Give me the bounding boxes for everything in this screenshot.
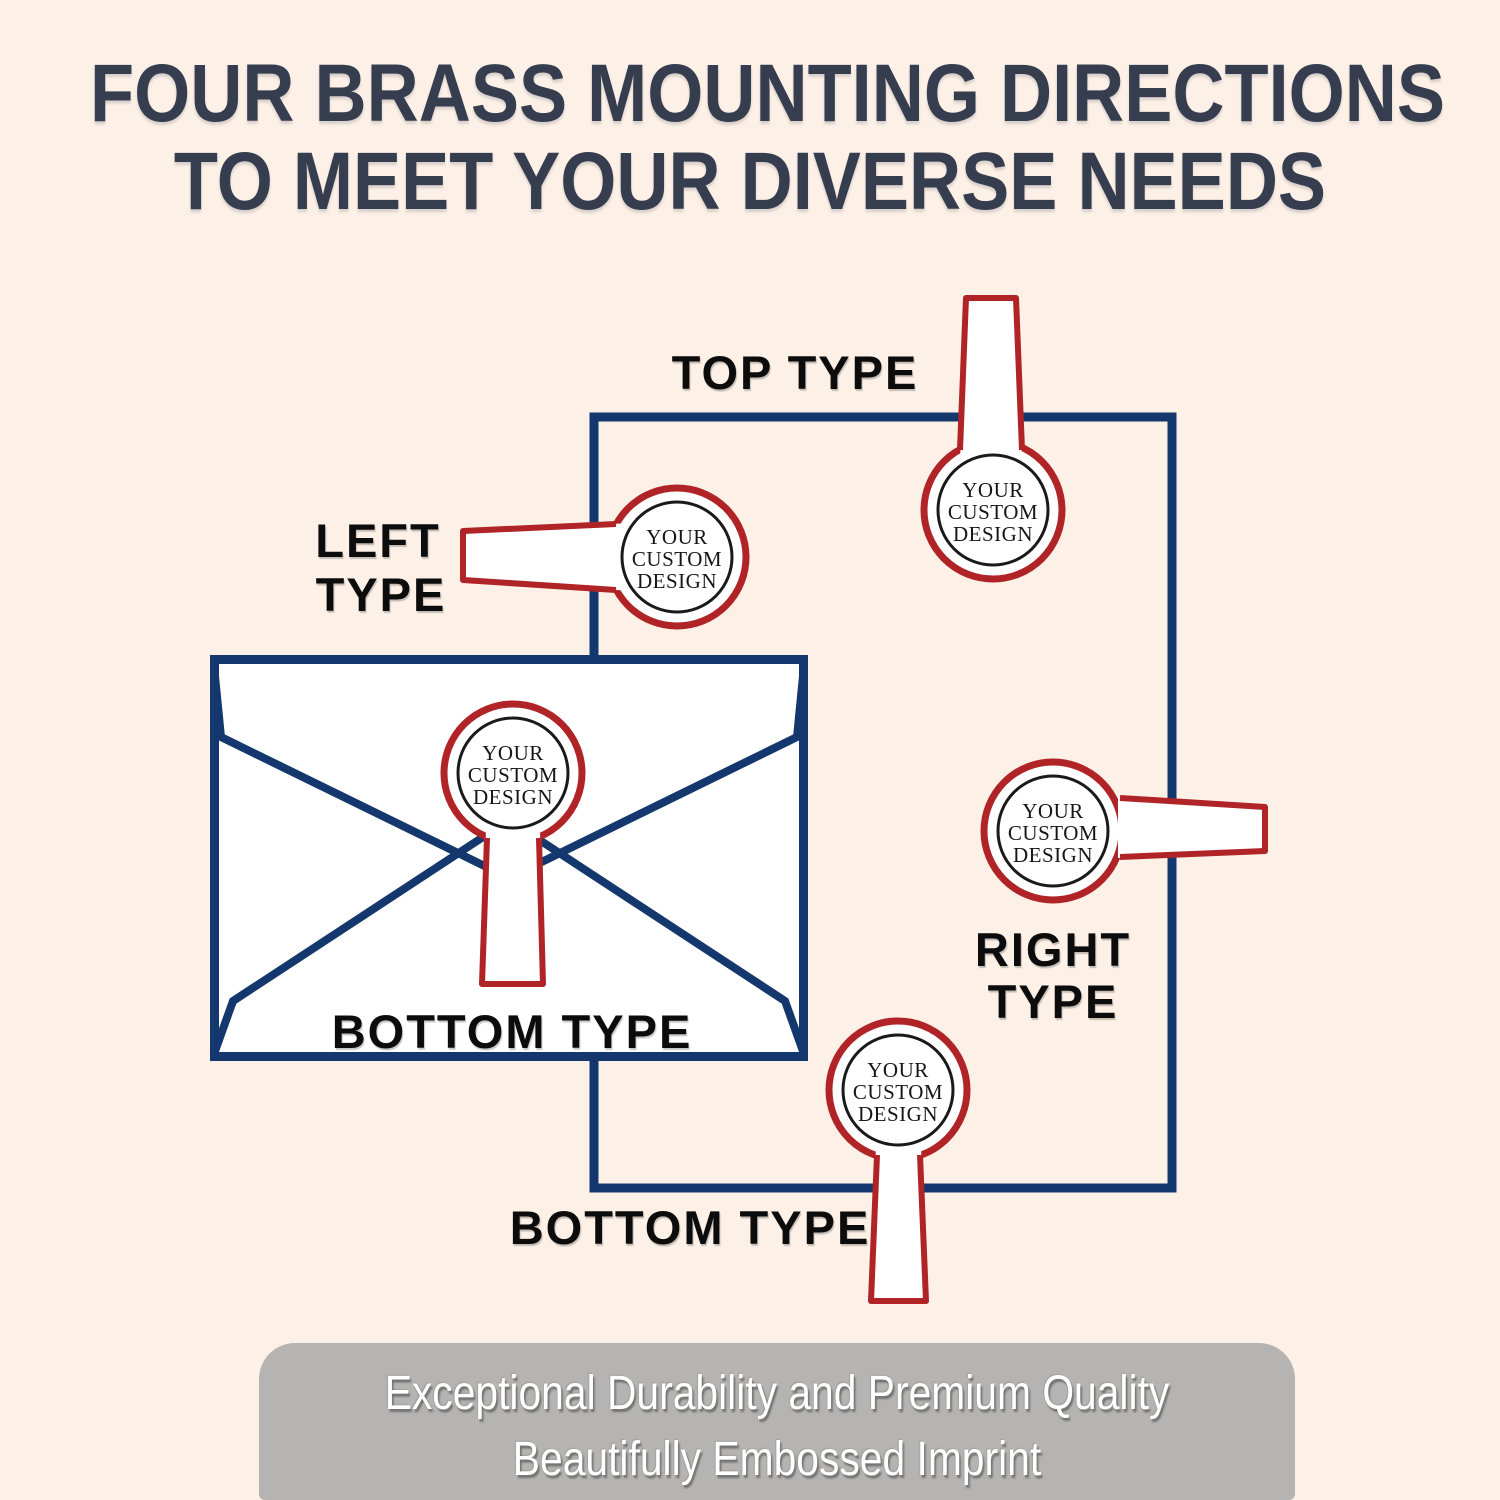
stamp-custom-design-text: CUSTOM — [632, 547, 722, 571]
stamp-handle-fill — [482, 828, 543, 986]
label-right-type-line2: TYPE — [988, 975, 1119, 1028]
stamp-handle — [1119, 795, 1268, 860]
stamp-custom-design-text: CUSTOM — [468, 763, 558, 787]
stamp-custom-design-text: YOUR — [867, 1058, 929, 1082]
label-bottom-type-edge: BOTTOM TYPE — [510, 1201, 871, 1254]
stamp-handle — [868, 1154, 929, 1304]
stamp-right-type: YOUR CUSTOM DESIGN — [980, 758, 1268, 904]
stamp-custom-design-text: YOUR — [962, 478, 1024, 502]
stamp-handle-fill — [871, 1145, 926, 1303]
label-bottom-type-envelope: BOTTOM TYPE — [332, 1005, 693, 1058]
stamp-custom-design-text: CUSTOM — [948, 500, 1038, 524]
stamp-custom-design-text: DESIGN — [637, 569, 717, 593]
stamp-custom-design-text: YOUR — [646, 525, 708, 549]
stamp-seal-inner-ring — [620, 500, 734, 614]
stamp-seal-inner-ring — [841, 1033, 955, 1147]
page-title: FOUR BRASS MOUNTING DIRECTIONS TO MEET Y… — [0, 50, 1500, 226]
stamp-custom-design-text: DESIGN — [1013, 843, 1093, 867]
stamp-custom-design-text: DESIGN — [953, 522, 1033, 546]
label-left-type-line1: LEFT — [315, 514, 440, 567]
stamp-custom-design-text: DESIGN — [858, 1102, 938, 1126]
label-right-type-line1: RIGHT — [975, 923, 1131, 976]
stamp-handle — [957, 295, 1025, 451]
stamp-handle-fill — [1118, 797, 1268, 858]
footer-banner-line2: Beautifully Embossed Imprint — [512, 1433, 1042, 1486]
stamp-handle-fill — [960, 298, 1022, 462]
stamp-custom-design-text: YOUR — [482, 741, 544, 765]
stamp-custom-design-text: CUSTOM — [853, 1080, 943, 1104]
label-left-type-line2: TYPE — [316, 568, 447, 621]
stamp-seal-inner-ring — [996, 774, 1110, 888]
footer-banner-line1: Exceptional Durability and Premium Quali… — [384, 1367, 1170, 1420]
stamp-custom-design-text: DESIGN — [473, 785, 553, 809]
stamp-left-type: YOUR CUSTOM DESIGN — [460, 484, 750, 630]
stamp-seal-inner-ring — [936, 453, 1050, 567]
stamp-bottom-type: YOUR CUSTOM DESIGN — [825, 1017, 971, 1304]
stamp-seal-inner-ring — [456, 716, 570, 830]
footer-banner: Exceptional Durability and Premium Quali… — [259, 1343, 1295, 1500]
stamp-handle — [460, 521, 617, 593]
page-title-line2: TO MEET YOUR DIVERSE NEEDS — [173, 136, 1327, 227]
stamp-envelope-bottom-type: YOUR CUSTOM DESIGN — [440, 700, 586, 987]
page-title-line1: FOUR BRASS MOUNTING DIRECTIONS — [90, 48, 1446, 139]
stamp-custom-design-text: YOUR — [1022, 799, 1084, 823]
stamp-handle-fill — [463, 523, 632, 591]
stamp-custom-design-text: CUSTOM — [1008, 821, 1098, 845]
stamp-handle — [479, 837, 546, 987]
label-top-type: TOP TYPE — [672, 346, 919, 399]
stamp-top-type: YOUR CUSTOM DESIGN — [920, 295, 1066, 583]
